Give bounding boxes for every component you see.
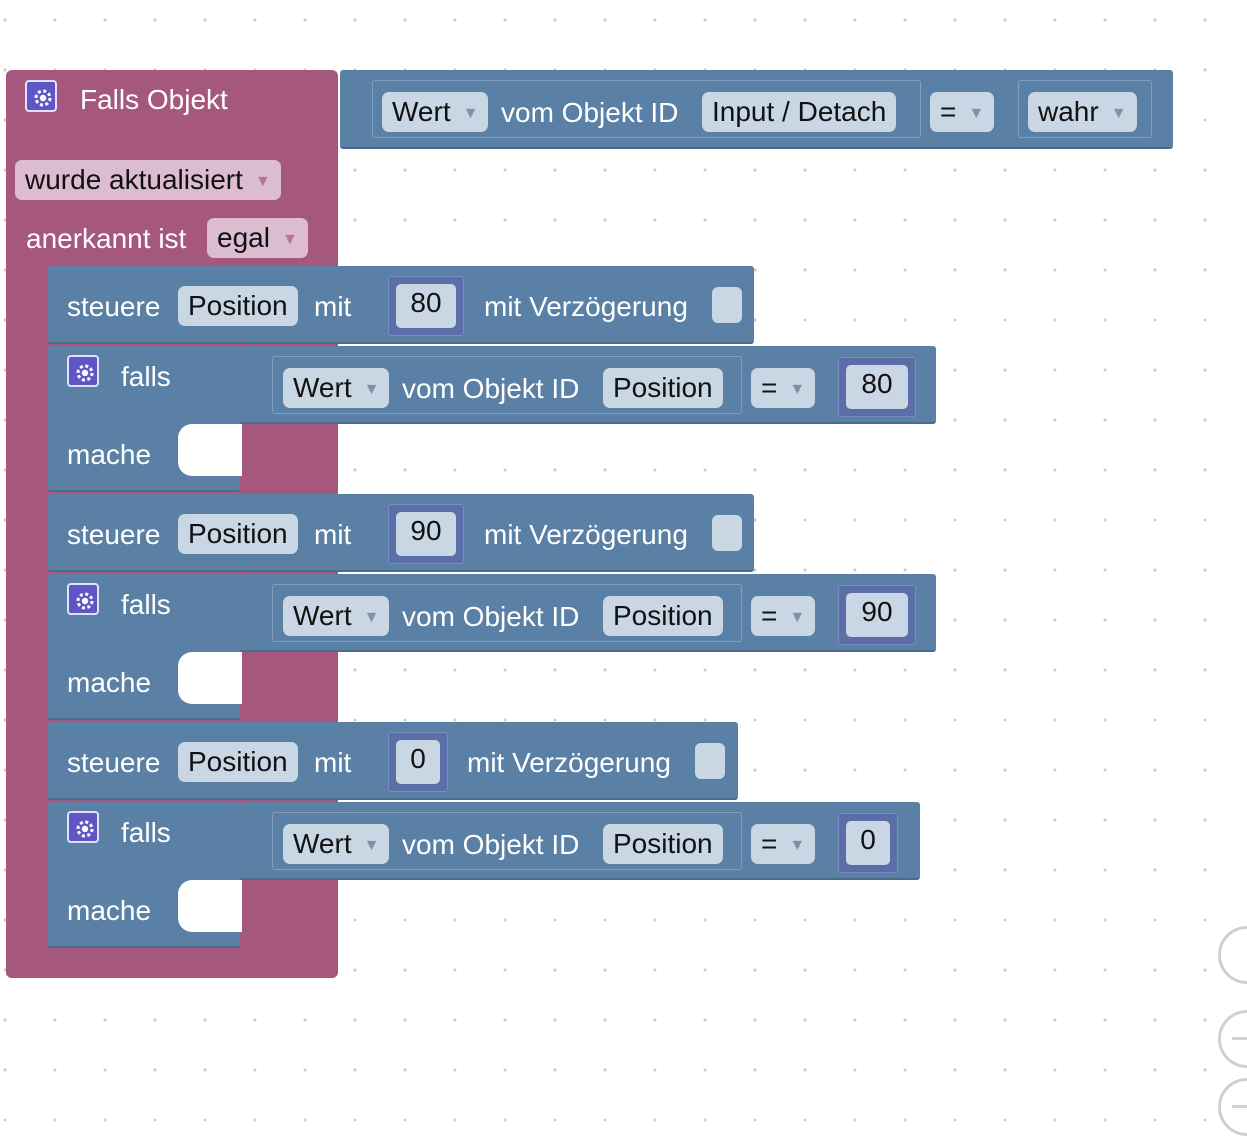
chevron-down-icon: ▼ — [254, 173, 271, 190]
event-block-footer — [6, 952, 338, 978]
delay-checkbox[interactable] — [712, 287, 742, 323]
object-id-field[interactable]: Position — [603, 368, 723, 408]
value-type-label: Wert — [293, 372, 352, 403]
chevron-down-icon: ▼ — [968, 105, 985, 122]
of-object-label: vom Objekt ID — [402, 373, 580, 404]
number-value: 90 — [846, 593, 908, 637]
chevron-down-icon: ▼ — [363, 837, 380, 854]
operator-label: = — [761, 372, 778, 403]
number-value: 80 — [846, 365, 908, 409]
delay-checkbox[interactable] — [695, 743, 725, 779]
gear-icon[interactable] — [67, 355, 99, 387]
control-with-label: mit — [314, 747, 352, 778]
chevron-down-icon: ▼ — [281, 231, 298, 248]
if-keyword: falls — [121, 361, 171, 392]
of-object-label: vom Objekt ID — [402, 829, 580, 860]
value-type-dropdown[interactable]: Wert ▼ — [283, 368, 390, 408]
compare-inner — [272, 356, 742, 414]
compare-inner — [272, 812, 742, 870]
if-keyword: falls — [121, 817, 171, 848]
plus-icon-bar — [1232, 1037, 1247, 1040]
trigger-dropdown-label: wurde aktualisiert — [25, 164, 243, 195]
number-block[interactable]: 90 — [838, 585, 916, 645]
gear-icon[interactable] — [67, 583, 99, 615]
operator-label: = — [761, 828, 778, 859]
boolean-dropdown[interactable]: wahr ▼ — [1028, 92, 1137, 132]
object-id-field[interactable]: Input / Detach — [702, 92, 897, 132]
operator-dropdown[interactable]: =▼ — [930, 92, 995, 132]
control-object-field[interactable]: Position — [178, 514, 298, 554]
chevron-down-icon: ▼ — [462, 105, 479, 122]
delay-label: mit Verzögerung — [467, 747, 671, 778]
trigger-dropdown[interactable]: wurde aktualisiert ▼ — [15, 160, 281, 200]
operator-dropdown[interactable]: =▼ — [751, 596, 816, 636]
chevron-down-icon: ▼ — [789, 381, 806, 398]
ack-dropdown-label: egal — [217, 222, 270, 253]
boolean-label: wahr — [1038, 96, 1099, 127]
control-keyword: steuere — [67, 747, 161, 778]
minus-icon-bar — [1232, 1105, 1247, 1108]
value-type-label: Wert — [392, 96, 451, 127]
do-slot — [178, 880, 242, 932]
delay-label: mit Verzögerung — [484, 519, 688, 550]
control-object-field[interactable]: Position — [178, 742, 298, 782]
operator-label: = — [761, 600, 778, 631]
operator-dropdown[interactable]: =▼ — [751, 368, 816, 408]
object-id-field[interactable]: Position — [603, 596, 723, 636]
event-title: Falls Objekt — [80, 84, 228, 115]
of-object-label: vom Objekt ID — [402, 601, 580, 632]
delay-checkbox[interactable] — [712, 515, 742, 551]
chevron-down-icon: ▼ — [363, 609, 380, 626]
chevron-down-icon: ▼ — [1110, 105, 1127, 122]
boolean-block[interactable] — [1018, 80, 1152, 138]
number-block[interactable]: 90 — [388, 504, 464, 564]
compare-inner — [272, 584, 742, 642]
event-condition-inner — [372, 80, 921, 138]
operator-dropdown[interactable]: =▼ — [751, 824, 816, 864]
number-value: 90 — [396, 512, 456, 556]
control-with-label: mit — [314, 291, 352, 322]
object-id-field[interactable]: Position — [603, 824, 723, 864]
target-icon[interactable] — [1218, 926, 1247, 984]
number-block[interactable]: 0 — [838, 813, 898, 873]
number-block[interactable]: 80 — [388, 276, 464, 336]
control-object-field[interactable]: Position — [178, 286, 298, 326]
gear-icon[interactable] — [67, 811, 99, 843]
do-keyword: mache — [67, 667, 152, 698]
do-keyword: mache — [67, 895, 152, 926]
do-slot — [178, 652, 242, 704]
delay-label: mit Verzögerung — [484, 291, 688, 322]
value-type-label: Wert — [293, 600, 352, 631]
number-block[interactable]: 0 — [388, 732, 448, 792]
number-value: 0 — [846, 821, 890, 865]
value-type-dropdown[interactable]: Wert ▼ — [382, 92, 489, 132]
value-type-dropdown[interactable]: Wert ▼ — [283, 596, 390, 636]
of-object-label: vom Objekt ID — [501, 97, 679, 128]
do-keyword: mache — [67, 439, 152, 470]
ack-dropdown[interactable]: egal ▼ — [207, 218, 308, 258]
if-keyword: falls — [121, 589, 171, 620]
control-keyword: steuere — [67, 291, 161, 322]
gear-icon[interactable] — [25, 80, 57, 112]
value-type-dropdown[interactable]: Wert ▼ — [283, 824, 390, 864]
number-block[interactable]: 80 — [838, 357, 916, 417]
operator-label: = — [940, 96, 957, 127]
ack-label: anerkannt ist — [26, 223, 187, 254]
number-value: 80 — [396, 284, 456, 328]
control-keyword: steuere — [67, 519, 161, 550]
chevron-down-icon: ▼ — [789, 837, 806, 854]
do-slot — [178, 424, 242, 476]
number-value: 0 — [396, 740, 440, 784]
control-with-label: mit — [314, 519, 352, 550]
chevron-down-icon: ▼ — [789, 609, 806, 626]
chevron-down-icon: ▼ — [363, 381, 380, 398]
value-type-label: Wert — [293, 828, 352, 859]
